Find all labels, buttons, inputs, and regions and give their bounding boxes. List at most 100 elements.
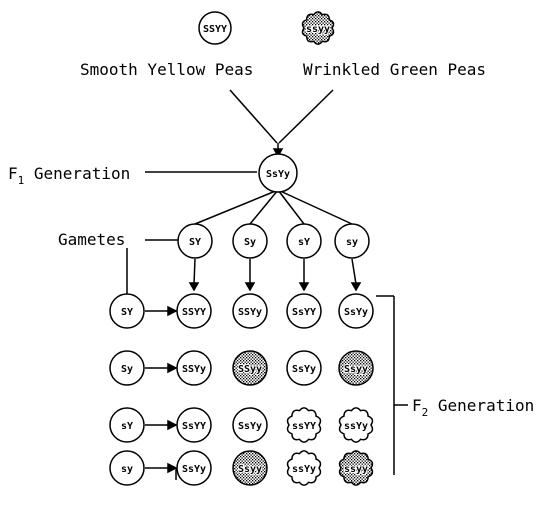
pea-genotype: ssYY [292, 421, 316, 432]
row-gamete-sy: sY [109, 407, 145, 443]
pea-outline [338, 450, 374, 486]
pea-outline [338, 350, 374, 386]
f2-offspring-pea: ssyy [338, 450, 374, 486]
arrowhead [167, 305, 178, 317]
f2-offspring-pea: SsYy [338, 293, 374, 329]
f2-offspring-pea: Ssyy [338, 350, 374, 386]
arrowhead [350, 282, 362, 292]
f2-offspring-pea: SSYy [176, 350, 212, 386]
pea-genotype: SsYy [344, 307, 368, 318]
f2-offspring-pea: SsYY [176, 407, 212, 443]
connector-lines [126, 89, 408, 480]
f1-generation-label: F1 Generation [8, 164, 130, 187]
parent-wrinkled-green-pea: ssyy [301, 11, 335, 45]
row-gamete-sy: Sy [109, 350, 145, 386]
pea-genotype: ssYy [344, 421, 368, 432]
f2-offspring-pea: SsYY [286, 293, 322, 329]
pea-genotype: SY [189, 237, 201, 248]
pea-genotype: SSYy [182, 364, 206, 375]
parent-label-wrinkled-green: Wrinkled Green Peas [303, 60, 486, 79]
gamete-sy: sy [334, 223, 370, 259]
pea-outline [109, 350, 145, 386]
pea-genotype: SSYy [238, 307, 262, 318]
pea-outline [338, 293, 374, 329]
gamete-column-arrow [193, 258, 196, 285]
pea-genotype: SsYy [238, 421, 262, 432]
pea-genotype: ssyy [306, 24, 330, 35]
pea-genotype: sy [121, 464, 133, 475]
pea-outline [176, 407, 212, 443]
f2-offspring-pea: SSYY [176, 293, 212, 329]
f2-offspring-pea: Ssyy [232, 450, 268, 486]
pea-genotype: ssYy [292, 464, 316, 475]
f2-offspring-pea: SSYy [232, 293, 268, 329]
pea-genotype: SSYY [203, 24, 227, 35]
arrowhead [167, 462, 178, 474]
gamete-sy: SY [177, 223, 213, 259]
pea-outline [232, 293, 268, 329]
pea-outline [232, 407, 268, 443]
pea-outline [109, 450, 145, 486]
arrowhead [298, 282, 310, 292]
pea-outline [258, 153, 298, 193]
pea-outline [176, 350, 212, 386]
pea-outline [286, 450, 322, 486]
pea-outline [301, 11, 335, 45]
arrowhead [188, 282, 200, 292]
arrows [145, 148, 362, 474]
pea-genotype: Sy [244, 237, 256, 248]
pea-outline [232, 450, 268, 486]
f2-offspring-pea: SsYy [286, 350, 322, 386]
pea-genotype: Ssyy [344, 364, 368, 375]
row-gamete-sy: SY [109, 293, 145, 329]
f2-offspring-pea: SSyy [232, 350, 268, 386]
pea-genotype: sY [121, 421, 133, 432]
gamete-sy: sY [286, 223, 322, 259]
pea-genotype: Sy [121, 364, 133, 375]
arrowhead [167, 419, 178, 431]
arrowhead [272, 148, 284, 158]
f2-generation-label: F2 Generation [412, 396, 534, 419]
pea-outline [286, 407, 322, 443]
gamete-column-arrow [351, 258, 357, 285]
pea-genotype: ssyy [344, 464, 368, 475]
pea-genotype: sy [346, 237, 358, 248]
pea-genotype: SsYy [266, 169, 290, 180]
pea-genotype: sY [298, 237, 310, 248]
pea-genotype: SSYY [182, 307, 206, 318]
pea-outline [176, 450, 212, 486]
f2-offspring-pea: SsYy [176, 450, 212, 486]
row-gamete-sy: sy [109, 450, 145, 486]
pea-outline [334, 223, 370, 259]
pea-genotype: Ssyy [238, 464, 262, 475]
pea-outline [286, 293, 322, 329]
pea-genotype: SsYy [182, 464, 206, 475]
pea-genotype: SsYy [292, 364, 316, 375]
f2-offspring-pea: ssYY [286, 407, 322, 443]
f2-offspring-pea: ssYy [286, 450, 322, 486]
pea-outline [232, 350, 268, 386]
parent-smooth-yellow-pea: SSYY [198, 11, 232, 45]
f1-pea: SsYy [258, 153, 298, 193]
pea-outline [177, 223, 213, 259]
gametes-label: Gametes [58, 230, 125, 249]
pea-outline [198, 11, 232, 45]
gamete-sy: Sy [232, 223, 268, 259]
pea-outline [109, 407, 145, 443]
pea-genotype: SsYY [292, 307, 316, 318]
pea-outline [338, 407, 374, 443]
pea-genotype: SsYY [182, 421, 206, 432]
arrowhead [244, 282, 256, 292]
f2-offspring-pea: SsYy [232, 407, 268, 443]
pea-outline [232, 223, 268, 259]
pea-outline [176, 293, 212, 329]
parent-label-smooth-yellow: Smooth Yellow Peas [80, 60, 253, 79]
pea-outline [286, 350, 322, 386]
f2-offspring-pea: ssYy [338, 407, 374, 443]
pea-genotype: SSyy [238, 364, 262, 375]
pea-genotype: SY [121, 307, 133, 318]
pea-outline [109, 293, 145, 329]
pea-outline [286, 223, 322, 259]
